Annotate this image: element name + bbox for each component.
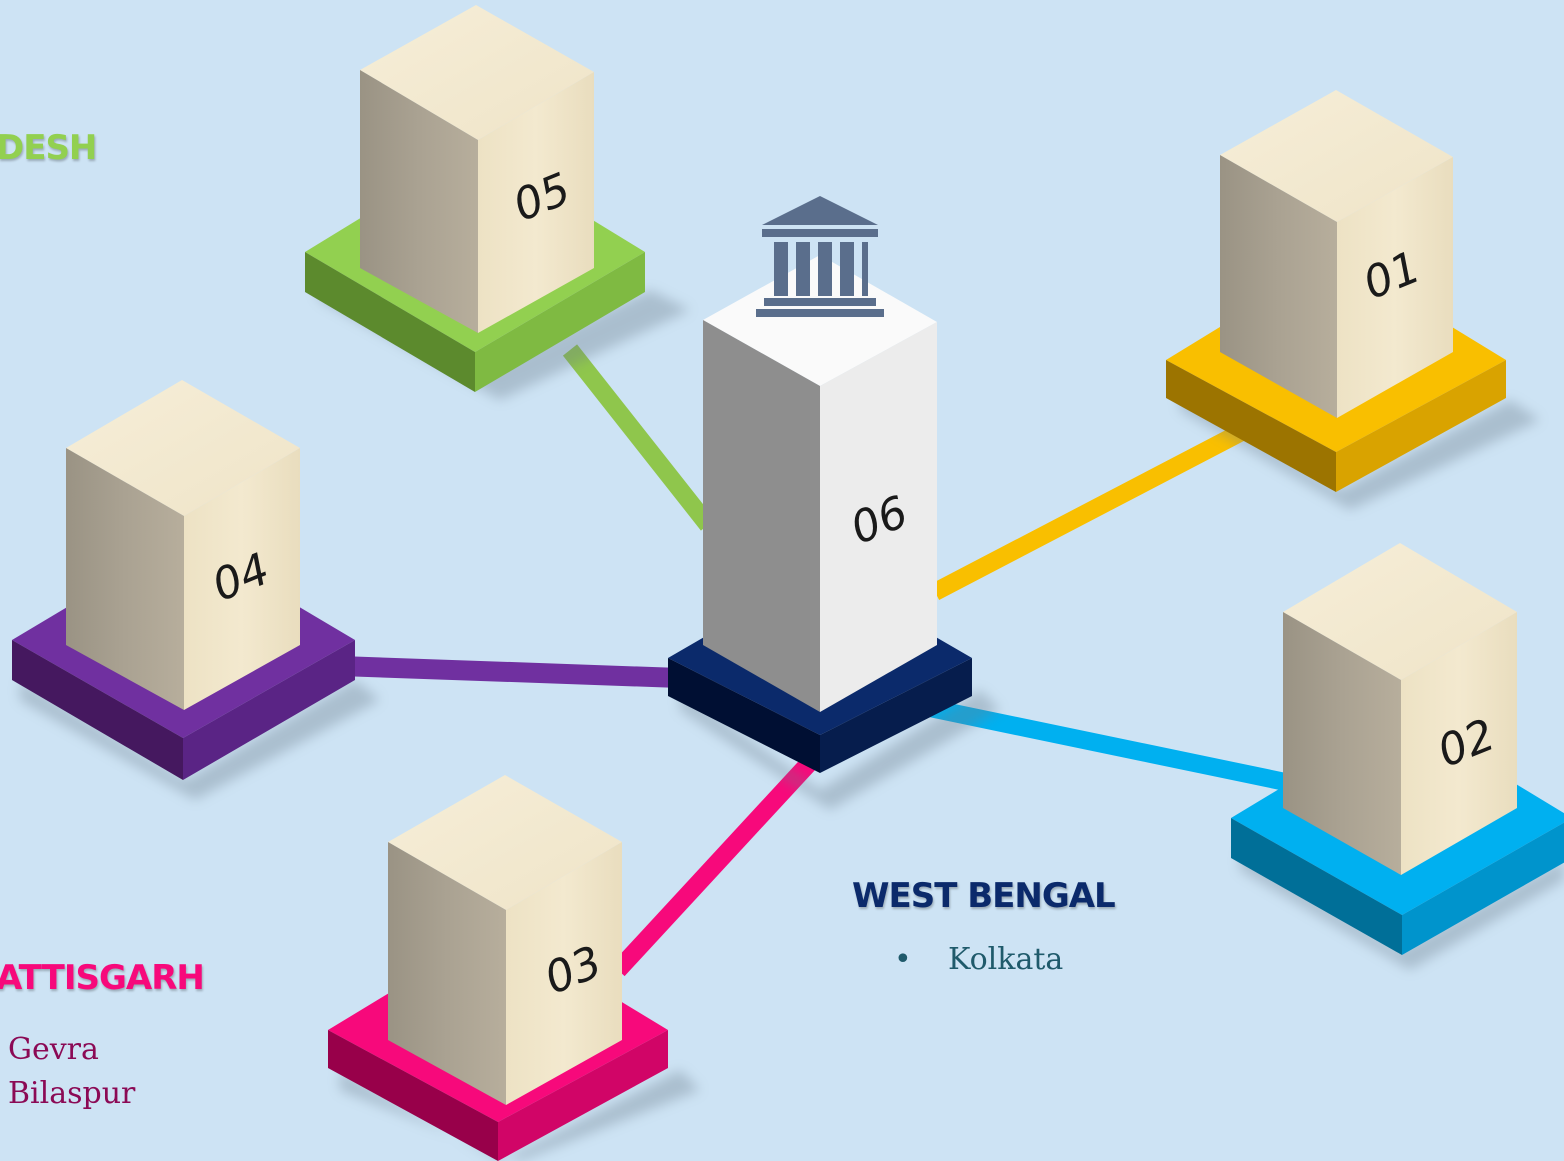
block-03: [328, 775, 700, 1161]
city-list-bottom-left: Gevra Bilaspur: [0, 1028, 135, 1116]
city-item: Kolkata: [880, 938, 1063, 982]
block-01: [1166, 90, 1540, 510]
base-02-shadow: [1240, 850, 1564, 970]
cube-05-right: [478, 72, 594, 333]
cube-04-top: [66, 380, 300, 516]
connector-01: [930, 417, 1260, 600]
hub-left: [703, 320, 820, 712]
block-04: [12, 380, 380, 800]
base-04-right: [183, 640, 355, 780]
cube-03-left: [388, 842, 506, 1105]
base-01-left: [1166, 360, 1336, 492]
base-01-right: [1336, 360, 1506, 492]
state-title-bottom-center: WEST BENGAL: [852, 876, 1116, 916]
cube-04-left: [66, 448, 184, 710]
base-03-left: [328, 1030, 498, 1161]
cube-01-right: [1337, 157, 1453, 418]
city-list-bottom-center: Kolkata: [880, 938, 1063, 982]
connector-05: [562, 344, 716, 531]
base-02-left: [1231, 818, 1402, 955]
base-06-right: [820, 658, 972, 773]
cube-02-top: [1283, 543, 1517, 680]
base-04-shadow: [20, 680, 380, 800]
state-title-bottom-left: ATTISGARH: [0, 958, 205, 998]
hub-top: [703, 255, 937, 386]
base-06-left: [668, 658, 820, 773]
cube-02-right: [1401, 612, 1517, 875]
hub-right: [820, 322, 937, 712]
cube-05-top: [360, 5, 594, 140]
cube-02-left: [1283, 612, 1401, 875]
city-item: Gevra: [0, 1028, 135, 1072]
block-02: [1231, 543, 1564, 970]
base-03-shadow: [340, 1070, 700, 1161]
cube-04-right: [184, 448, 300, 710]
cube-01-left: [1220, 155, 1337, 418]
base-02-right: [1402, 822, 1564, 955]
city-item: Bilaspur: [0, 1072, 135, 1116]
cube-03-top: [388, 775, 622, 910]
cube-03-right: [506, 842, 622, 1105]
connector-04: [339, 656, 681, 688]
bank-building-icon: [756, 196, 884, 317]
base-03-right: [498, 1030, 668, 1161]
base-05-right: [475, 252, 645, 392]
cube-01-top: [1220, 90, 1453, 222]
base-05-left: [305, 252, 475, 392]
state-title-top-left: DESH: [0, 128, 97, 168]
cube-05-left: [360, 70, 478, 333]
connector-03: [611, 753, 819, 977]
base-04-left: [12, 640, 183, 780]
block-06: [668, 196, 1000, 810]
block-05: 05: [305, 5, 690, 400]
base-01-shadow: [1180, 390, 1540, 510]
base-06-shadow: [680, 690, 1000, 810]
